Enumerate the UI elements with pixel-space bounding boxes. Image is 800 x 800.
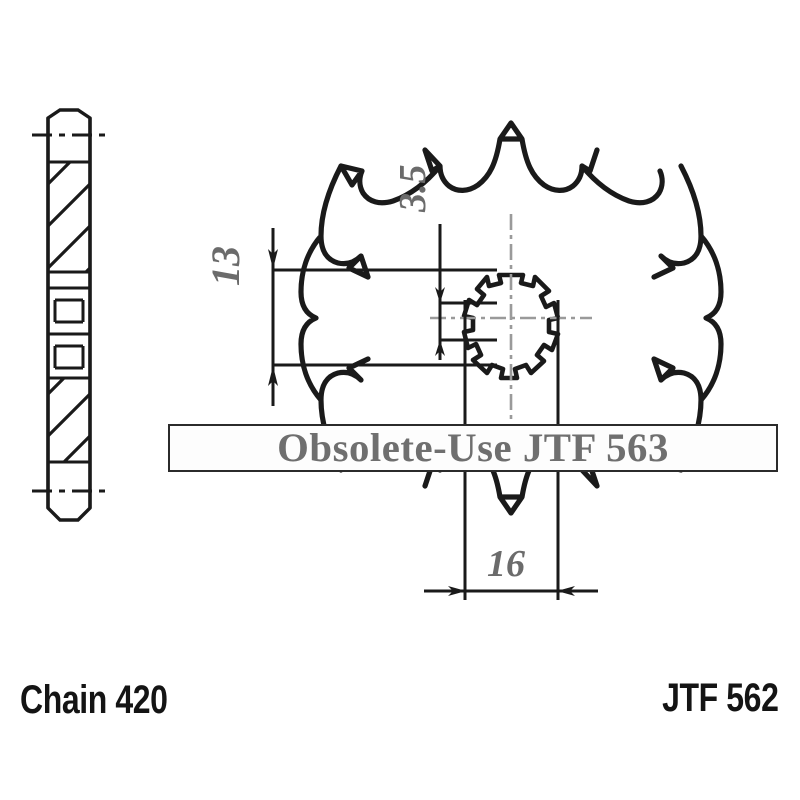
side-centerlines [32, 133, 106, 493]
splined-hub [461, 272, 561, 381]
side-section-view [32, 108, 106, 522]
side-hub-bands [48, 270, 90, 380]
dimension-label-16: 16 [487, 543, 525, 585]
dim35-arrow-up [435, 340, 445, 356]
hub-projection-lines [273, 268, 497, 367]
dimension-label-13: 13 [203, 246, 248, 286]
hub-centerlines [430, 214, 592, 424]
dim13-arrow-down [268, 366, 278, 386]
part-number-label: JTF 562 [661, 676, 779, 720]
dimension-label-3-5: 3.5 [392, 164, 434, 213]
chain-spec-label: Chain 420 [20, 678, 168, 722]
dim13-arrow-up [268, 249, 278, 269]
obsolete-banner-text: Obsolete-Use JTF 563 [277, 425, 669, 470]
side-cap-lines [48, 160, 90, 464]
front-view [298, 120, 724, 516]
dim16-arrow-left [448, 586, 466, 596]
sprocket-teeth-outline [298, 120, 724, 516]
obsolete-banner: Obsolete-Use JTF 563 [168, 424, 778, 472]
dim35-arrow-down [435, 287, 445, 303]
dim16-arrow-right [557, 586, 575, 596]
dimension-3-5 [435, 224, 497, 360]
